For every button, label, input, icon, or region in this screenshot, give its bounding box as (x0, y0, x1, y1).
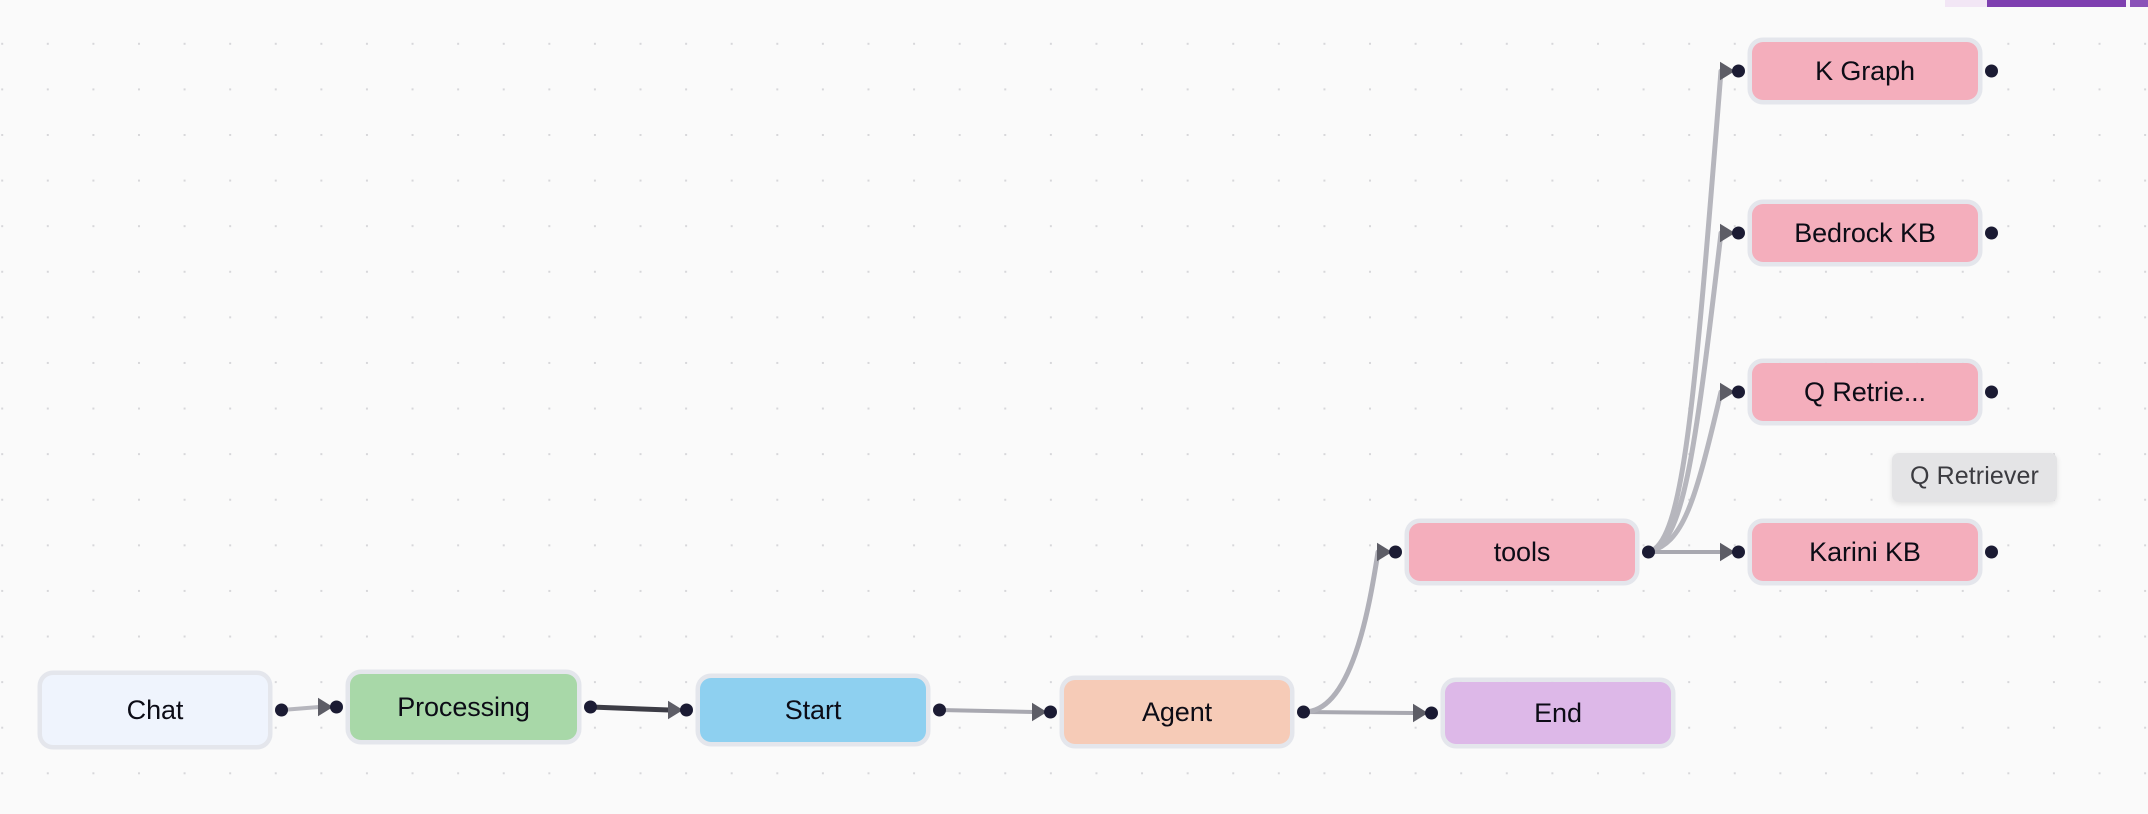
edge-tools-kgraph[interactable] (1646, 68, 1724, 555)
toolbar-divider (2126, 0, 2130, 7)
graph-node-processing[interactable]: Processing (330, 674, 597, 740)
port-left-agent[interactable] (1044, 705, 1057, 719)
port-right-karinikb[interactable] (1985, 545, 1998, 559)
port-left-start[interactable] (680, 703, 693, 717)
graph-node-tools[interactable]: tools (1389, 523, 1655, 581)
port-left-bedrockkb[interactable] (1732, 226, 1745, 240)
port-left-qretriever[interactable] (1732, 385, 1745, 399)
edge-agent-tools[interactable] (1301, 549, 1381, 715)
toolbar-segment-accent (1987, 0, 2126, 7)
port-right-bedrockkb[interactable] (1985, 226, 1998, 240)
port-right-processing[interactable] (584, 700, 597, 714)
port-right-agent[interactable] (1297, 705, 1310, 719)
graph-node-karinikb[interactable]: Karini KB (1732, 523, 1998, 581)
graph-node-qretriever[interactable]: Q Retrie... (1732, 363, 1998, 421)
port-right-start[interactable] (933, 703, 946, 717)
port-right-qretriever[interactable] (1985, 385, 1998, 399)
edge-agent-end[interactable] (1302, 710, 1416, 715)
node-label: Chat (126, 694, 184, 725)
port-right-kgraph[interactable] (1985, 64, 1998, 78)
node-label: Q Retrie... (1804, 376, 1926, 407)
node-label: Bedrock KB (1794, 217, 1936, 248)
port-left-processing[interactable] (330, 700, 343, 714)
node-tooltip: Q Retriever (1892, 453, 2057, 502)
toolbar-segment-secondary (2130, 0, 2148, 7)
top-toolbar-sliver (1945, 0, 2148, 7)
node-label: Start (784, 694, 842, 725)
node-label: tools (1493, 536, 1551, 567)
node-label: End (1534, 697, 1582, 728)
graph-node-chat[interactable]: Chat (42, 675, 288, 745)
toolbar-segment-light (1945, 0, 1987, 7)
port-left-tools[interactable] (1389, 545, 1402, 559)
edge-tools-bedrockkb[interactable] (1646, 230, 1724, 555)
port-right-chat[interactable] (275, 703, 288, 717)
edge-start-agent[interactable] (938, 708, 1035, 714)
graph-node-bedrockkb[interactable]: Bedrock KB (1732, 204, 1998, 262)
port-left-karinikb[interactable] (1732, 545, 1745, 559)
node-label: Processing (397, 691, 530, 722)
port-left-kgraph[interactable] (1732, 64, 1745, 78)
port-left-end[interactable] (1425, 706, 1438, 720)
port-right-tools[interactable] (1642, 545, 1655, 559)
graph-node-kgraph[interactable]: K Graph (1732, 42, 1998, 100)
node-label: Agent (1141, 696, 1213, 727)
graph-node-start[interactable]: Start (680, 678, 946, 742)
edge-tools-qretriever[interactable] (1646, 389, 1724, 555)
graph-node-agent[interactable]: Agent (1044, 680, 1310, 744)
edge-processing-start[interactable] (588, 704, 672, 713)
node-label: K Graph (1815, 55, 1915, 86)
graph-node-end[interactable]: End (1425, 682, 1671, 744)
node-label: Karini KB (1809, 536, 1921, 567)
